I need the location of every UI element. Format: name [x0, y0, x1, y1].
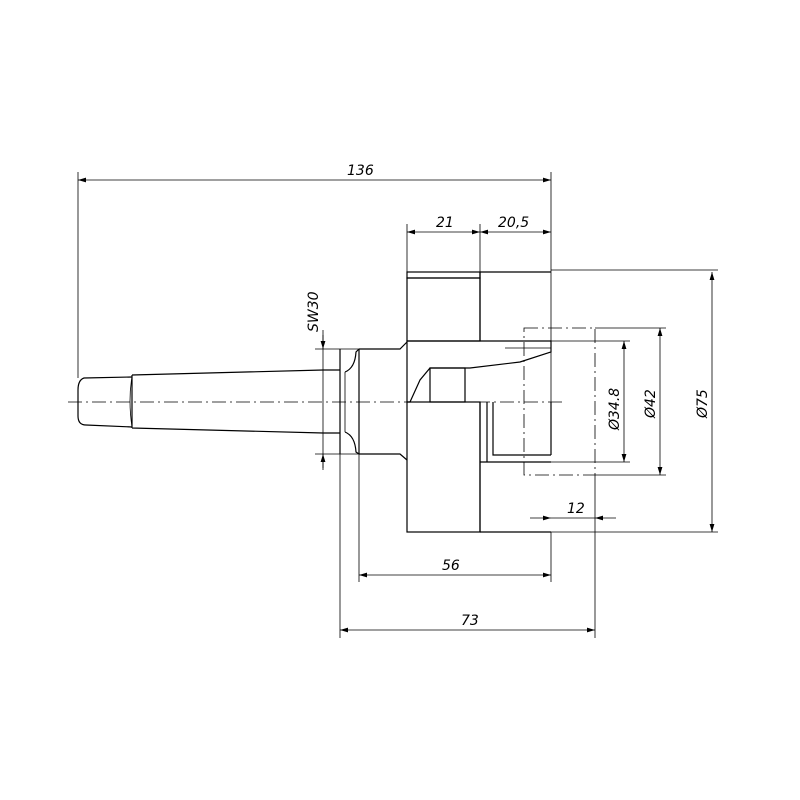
- sectioned-body: [406, 271, 552, 533]
- dim-136: 136: [347, 163, 374, 179]
- dim-21: 21: [436, 215, 454, 231]
- morse-taper-shank: [77, 341, 408, 461]
- dim-d75: Ø75: [695, 389, 711, 419]
- dimension-lines: [78, 177, 715, 633]
- dim-sw30: SW30: [306, 291, 322, 332]
- dim-d34-8: Ø34.8: [607, 388, 623, 431]
- dim-73: 73: [461, 613, 479, 629]
- hidden-bore: [523, 327, 596, 476]
- dim-56: 56: [442, 558, 460, 574]
- dim-12: 12: [567, 501, 585, 517]
- dim-20-5: 20,5: [498, 215, 529, 231]
- dim-d42: Ø42: [643, 389, 659, 419]
